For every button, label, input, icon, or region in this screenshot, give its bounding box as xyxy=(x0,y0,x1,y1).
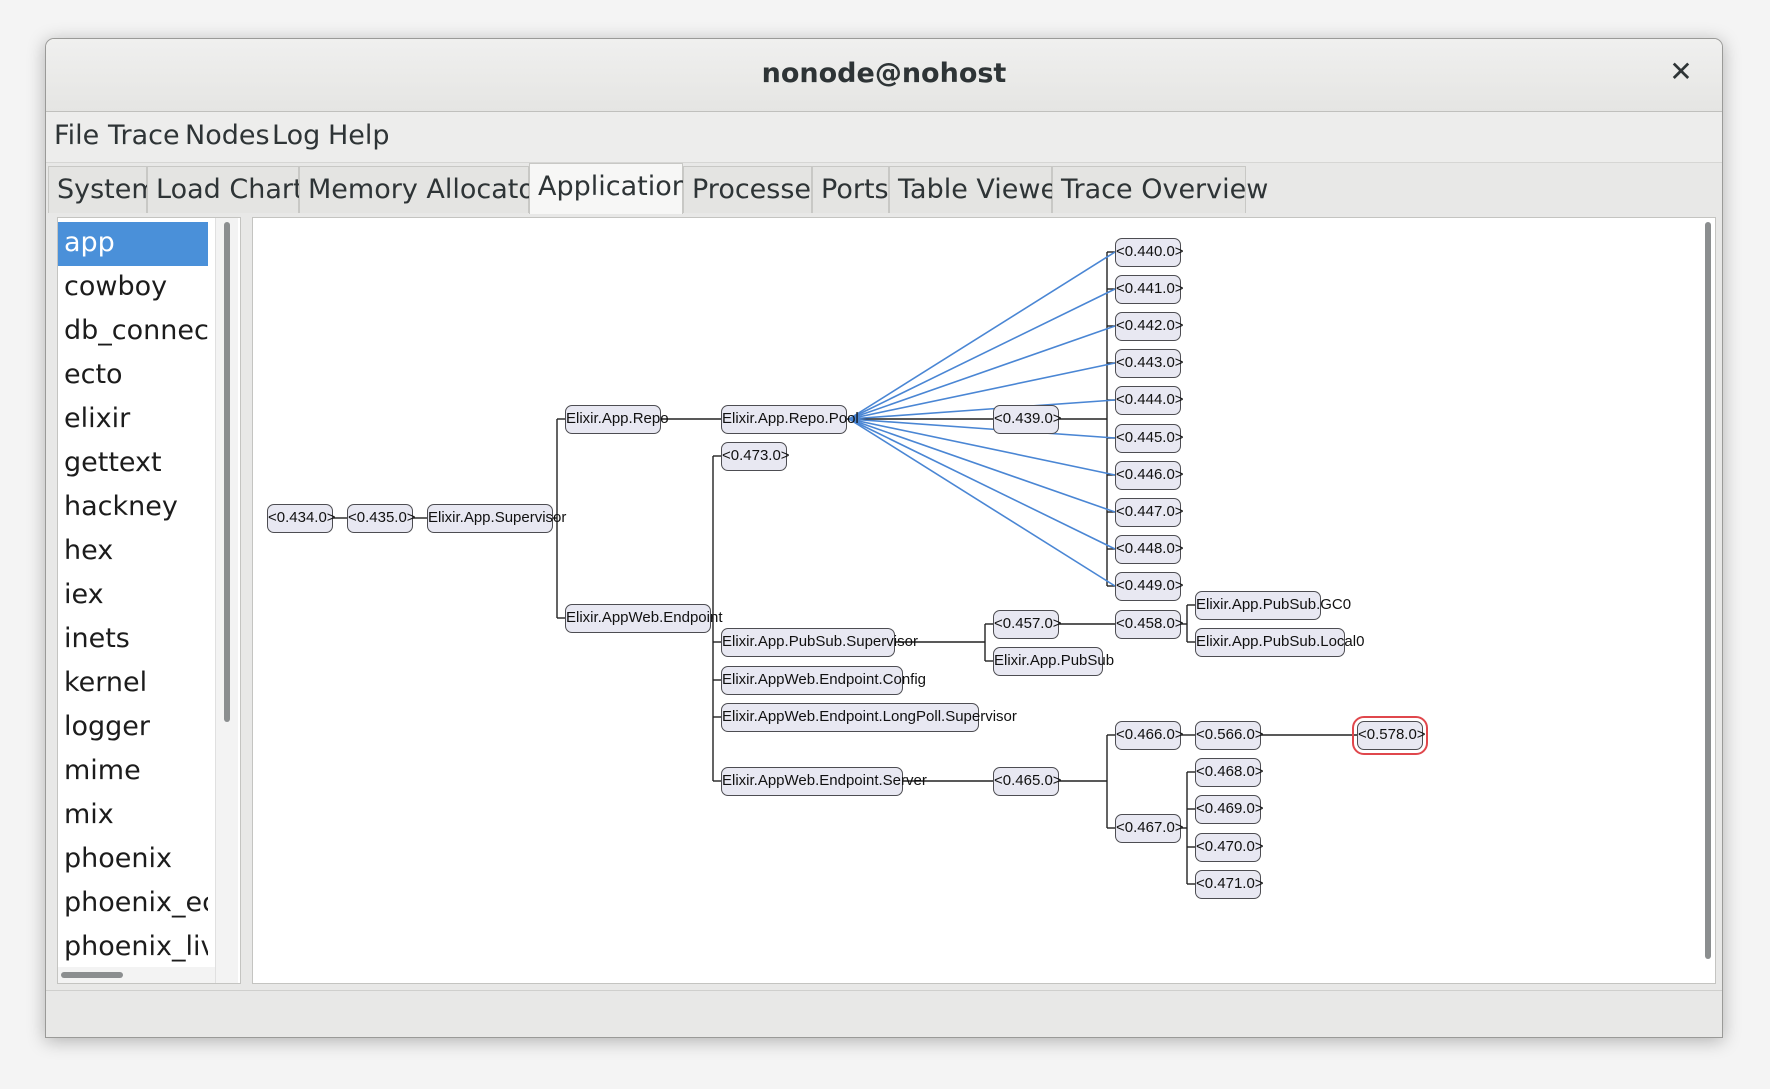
app-list-item-phoenix-ecto[interactable]: phoenix_ecto xyxy=(64,887,208,918)
process-node-n435[interactable]: <0.435.0> xyxy=(347,503,416,533)
worker-link-line xyxy=(848,418,1116,587)
process-node-epconfig[interactable]: Elixir.AppWeb.Endpoint.Config xyxy=(721,665,926,695)
process-node-n458[interactable]: <0.458.0> xyxy=(1115,609,1184,639)
process-node-n578[interactable]: <0.578.0> xyxy=(1352,715,1428,755)
process-node-endpoint[interactable]: Elixir.AppWeb.Endpoint xyxy=(565,603,722,633)
tab-table-viewer[interactable]: Table Viewer xyxy=(889,166,1068,213)
tab-trace-overview[interactable]: Trace Overview xyxy=(1052,166,1268,213)
process-tree-links xyxy=(333,251,1357,885)
app-list-item-iex[interactable]: iex xyxy=(64,579,104,610)
app-list-item-logger[interactable]: logger xyxy=(64,711,151,742)
app-list-item-mix[interactable]: mix xyxy=(64,799,114,830)
process-node-n434[interactable]: <0.434.0> xyxy=(267,503,336,533)
title-bar[interactable]: nonode@nohost ✕ xyxy=(46,39,1722,112)
tab-load-charts[interactable]: Load Charts xyxy=(147,166,318,213)
process-node-repo[interactable]: Elixir.App.Repo xyxy=(565,404,669,434)
process-node-longpoll[interactable]: Elixir.AppWeb.Endpoint.LongPoll.Supervis… xyxy=(721,702,1017,732)
menu-help[interactable]: Help xyxy=(328,120,390,151)
worker-link-line xyxy=(848,362,1116,420)
process-node-n448[interactable]: <0.448.0> xyxy=(1115,534,1184,564)
process-node-n442[interactable]: <0.442.0> xyxy=(1115,311,1184,341)
window-title: nonode@nohost xyxy=(761,58,1007,89)
process-node-n468[interactable]: <0.468.0> xyxy=(1195,757,1264,787)
tab-applications[interactable]: Applications xyxy=(529,163,703,214)
tab-ports[interactable]: Ports xyxy=(812,166,889,213)
process-node-n471[interactable]: <0.471.0> xyxy=(1195,869,1264,899)
app-list-item-app[interactable]: app xyxy=(58,222,208,266)
process-node-pubsubsup[interactable]: Elixir.App.PubSub.Supervisor xyxy=(721,627,918,657)
worker-link-line xyxy=(848,288,1116,420)
process-node-epserver[interactable]: Elixir.AppWeb.Endpoint.Server xyxy=(721,766,927,796)
app-list-item-cowboy[interactable]: cowboy xyxy=(64,271,168,302)
app-list-horizontal-scroll-thumb[interactable] xyxy=(61,972,123,978)
process-node-local0[interactable]: Elixir.App.PubSub.Local0 xyxy=(1195,627,1364,657)
app-list-item-phoenix-live-reload[interactable]: phoenix_live_reload xyxy=(64,931,208,962)
process-node-sup[interactable]: Elixir.App.Supervisor xyxy=(427,503,566,533)
tree-vertical-scrollbar[interactable] xyxy=(1705,222,1711,959)
process-node-n466[interactable]: <0.466.0> xyxy=(1115,720,1184,750)
app-list-item-kernel[interactable]: kernel xyxy=(64,667,148,698)
process-node-n470[interactable]: <0.470.0> xyxy=(1195,832,1264,862)
worker-link-line xyxy=(848,418,1116,476)
process-node-n467[interactable]: <0.467.0> xyxy=(1115,813,1184,843)
status-bar xyxy=(46,990,1722,1037)
menu-nodes[interactable]: Nodes xyxy=(185,120,270,151)
close-icon[interactable]: ✕ xyxy=(1669,55,1693,88)
worker-link-line xyxy=(848,251,1116,420)
app-list-vertical-scroll-thumb[interactable] xyxy=(224,222,230,722)
process-node-n449[interactable]: <0.449.0> xyxy=(1115,571,1184,601)
process-node-n439[interactable]: <0.439.0> xyxy=(993,404,1062,434)
menu-file[interactable]: File xyxy=(54,120,100,151)
worker-link-line xyxy=(848,399,1116,420)
app-list-item-mime[interactable]: mime xyxy=(64,755,141,786)
application-list[interactable]: app cowboy db_connection ecto elixir get… xyxy=(57,217,241,984)
process-node-n440[interactable]: <0.440.0> xyxy=(1115,237,1184,267)
process-node-n457[interactable]: <0.457.0> xyxy=(993,609,1062,639)
process-node-n465[interactable]: <0.465.0> xyxy=(993,766,1062,796)
menu-log[interactable]: Log xyxy=(272,120,321,151)
app-list-item-hackney[interactable]: hackney xyxy=(64,491,178,522)
process-node-n473[interactable]: <0.473.0> xyxy=(721,441,790,471)
worker-link-line xyxy=(848,418,1116,439)
process-node-n446[interactable]: <0.446.0> xyxy=(1115,460,1184,490)
worker-link-line xyxy=(848,418,1116,550)
tab-system[interactable]: System xyxy=(48,166,158,213)
app-list-item-ecto[interactable]: ecto xyxy=(64,359,123,390)
app-list-item-gettext[interactable]: gettext xyxy=(64,447,162,478)
process-node-n444[interactable]: <0.444.0> xyxy=(1115,385,1184,415)
process-node-n566[interactable]: <0.566.0> xyxy=(1195,720,1264,750)
app-list-item-hex[interactable]: hex xyxy=(64,535,114,566)
process-node-n443[interactable]: <0.443.0> xyxy=(1115,348,1184,378)
worker-link-line xyxy=(848,418,1116,513)
tab-bar: System Load Charts Memory Allocators App… xyxy=(46,163,1722,214)
process-node-n469[interactable]: <0.469.0> xyxy=(1195,794,1264,824)
app-list-vertical-scrollbar[interactable] xyxy=(215,218,238,983)
process-node-pubsub[interactable]: Elixir.App.PubSub xyxy=(993,646,1114,676)
tab-memory-allocators[interactable]: Memory Allocators xyxy=(299,166,560,213)
observer-window: nonode@nohost ✕ File Trace Nodes Log Hel… xyxy=(45,38,1723,1038)
tab-processes[interactable]: Processes xyxy=(683,166,825,213)
app-list-horizontal-scrollbar[interactable] xyxy=(58,967,215,983)
menu-trace[interactable]: Trace xyxy=(108,120,180,151)
process-node-n441[interactable]: <0.441.0> xyxy=(1115,274,1184,304)
process-node-gc0[interactable]: Elixir.App.PubSub.GC0 xyxy=(1195,590,1351,620)
process-node-n447[interactable]: <0.447.0> xyxy=(1115,497,1184,527)
process-node-pool[interactable]: Elixir.App.Repo.Pool xyxy=(721,404,859,434)
worker-link-line xyxy=(848,325,1116,420)
app-list-item-phoenix[interactable]: phoenix xyxy=(64,843,172,874)
process-node-n445[interactable]: <0.445.0> xyxy=(1115,423,1184,453)
app-list-item-db-connection[interactable]: db_connection xyxy=(64,315,208,346)
menu-bar: File Trace Nodes Log Help xyxy=(46,112,1722,163)
app-list-item-elixir[interactable]: elixir xyxy=(64,403,131,434)
app-list-item-inets[interactable]: inets xyxy=(64,623,130,654)
